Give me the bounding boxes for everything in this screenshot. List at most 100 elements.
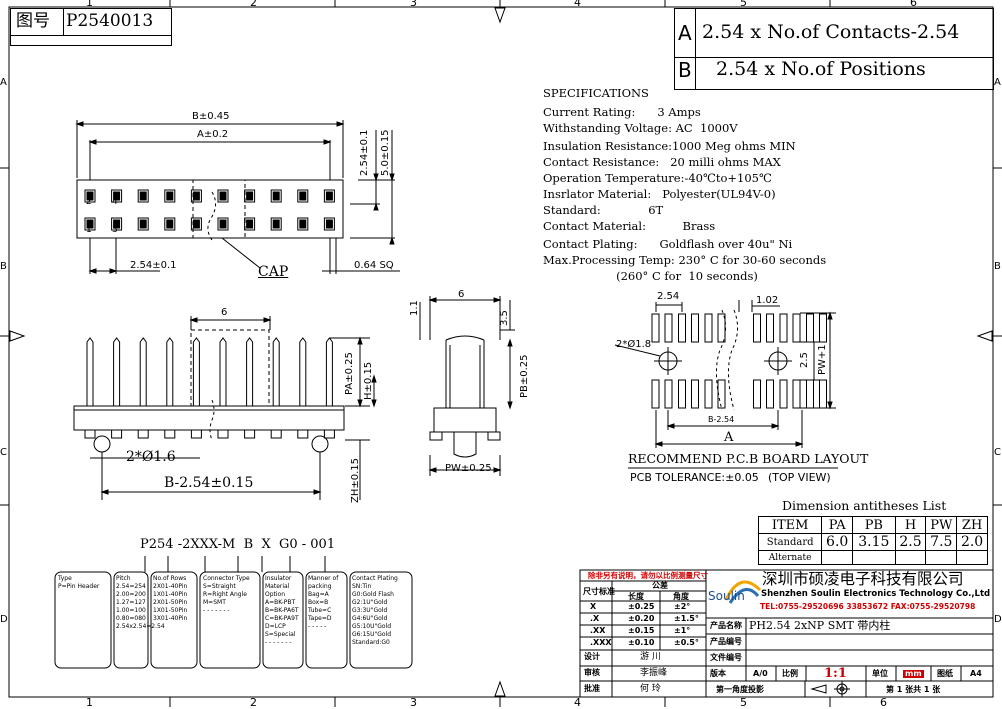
pcb-pad — [651, 313, 660, 343]
top-pin-pad — [297, 189, 309, 203]
product-number-label: 产品编号 — [710, 637, 742, 646]
pcb-title: RECOMMEND P.C.B BOARD LAYOUT — [628, 451, 869, 466]
front-pin-foot — [323, 429, 335, 439]
top-pin-pad — [217, 189, 229, 203]
pcb-pad — [779, 313, 788, 343]
pcb-dim-25: 2.5 — [799, 352, 810, 368]
pcb-pad — [704, 313, 713, 343]
side-dim-pw: PW±0.25 — [445, 463, 492, 474]
product-name-value: PH2.54 2xNP SMT 带内柱 — [749, 619, 891, 632]
designer-label: 设计 — [584, 652, 600, 661]
pcb-pad — [766, 379, 774, 409]
top-pin-pad — [111, 217, 123, 231]
front-pin-foot — [217, 429, 229, 439]
part-code-packing: Manner of packing Bag=A Box=B Tube=C Tap… — [308, 575, 339, 630]
pcb-pad — [678, 379, 686, 409]
top-pin — [113, 191, 121, 201]
front-dim-b: B-2.54±0.15 — [164, 475, 254, 491]
spec-line: (260° C for 10 seconds) — [543, 269, 758, 283]
company-logo-text: Soulin — [708, 589, 745, 603]
side-dim-11: 1.1 — [409, 300, 420, 316]
pcb-holes: 2*Ø1.8 — [616, 339, 652, 350]
front-pin — [219, 337, 227, 406]
top-pin-pad — [190, 189, 202, 203]
top-pin-pad — [297, 217, 309, 231]
front-pin — [325, 337, 333, 406]
part-code-rows: No.of Rows 2X01-40Pin 1X01-40Pin 2X01-50… — [153, 575, 188, 622]
outer-frame — [8, 6, 994, 698]
front-pin-foot — [244, 429, 256, 439]
product-name-label: 产品名称 — [710, 621, 742, 630]
td-standard-h: 2.5 — [894, 533, 927, 551]
top-view — [75, 120, 400, 274]
drawing-number-label: 图号 — [16, 11, 50, 31]
td-standard-pb: 3.15 — [852, 533, 896, 551]
tolerance-cell: ±0.25 — [628, 602, 655, 611]
front-pin-foot — [270, 429, 282, 439]
scale-value: 1:1 — [824, 666, 847, 681]
top-pin — [166, 191, 174, 201]
top-dim-v1: 2.54±0.1 — [359, 129, 370, 176]
pcb-pad — [779, 379, 788, 409]
title-block-grid — [579, 569, 994, 698]
tolerance-cell: ±0.20 — [628, 614, 655, 623]
table-row: Alternate — [757, 550, 988, 565]
pcb-pad — [792, 379, 801, 409]
front-pin — [246, 337, 254, 406]
col-label-5-bottom: 5 — [740, 696, 747, 709]
spec-line: Contact Material: Brass — [543, 219, 716, 233]
top-pin — [272, 219, 280, 229]
td-alternate-pb — [852, 550, 896, 565]
col-label-4-bottom: 4 — [574, 696, 581, 709]
revision-value: A/0 — [753, 669, 768, 678]
th-zh: ZH — [956, 516, 988, 534]
top-pin — [113, 219, 121, 229]
top-pin — [139, 219, 147, 229]
spec-line: Withstanding Voltage: AC 1000V — [543, 121, 738, 135]
front-pin-foot — [84, 429, 96, 439]
company-name-cn: 深圳市硕凌电子科技有限公司 — [762, 570, 964, 588]
tolerance-cell: .XXX — [590, 638, 612, 647]
pcb-pad — [704, 379, 713, 409]
th-h: H — [894, 516, 927, 534]
col-label-1-bottom: 1 — [86, 696, 93, 709]
pcb-pitch: 2.54 — [657, 291, 680, 302]
front-pin — [139, 337, 147, 406]
td-alternate-pa — [821, 550, 854, 565]
front-dim-pa: PA±0.25 — [344, 352, 355, 395]
row-label-c: C — [0, 447, 7, 458]
notice-text: 除非另有说明，请勿以比例测量尺寸 — [588, 571, 708, 580]
row-label-b: B — [0, 261, 7, 272]
spec-line: Standard: 6T — [543, 203, 664, 217]
part-code-plating: Contact Plating SN:Tin G0:Gold Flash G2:… — [352, 575, 398, 646]
top-pin — [192, 219, 200, 229]
front-pin-foot — [190, 429, 202, 439]
specs-title: SPECIFICATIONS — [543, 86, 649, 100]
front-holes: 2*Ø1.6 — [126, 449, 176, 465]
top-pin-pad — [244, 217, 256, 231]
pcb-dim-b: B-2.54 — [708, 415, 735, 424]
pcb-pad — [819, 379, 827, 409]
col-label-3: 3 — [410, 0, 417, 9]
soulin-logo-mark — [724, 580, 762, 604]
scale-label: 比例 — [782, 669, 798, 678]
dimension-table-header: ITEM PA PB H PW ZH — [757, 516, 988, 534]
spec-line: Contact Resistance: 20 milli ohms MAX — [543, 155, 781, 169]
top-pin — [219, 191, 227, 201]
row-label-b-right: B — [994, 261, 1001, 272]
top-pin — [166, 219, 174, 229]
spec-line: Contact Plating: Goldflash over 40u" Ni — [543, 237, 793, 251]
pcb-pad — [806, 313, 814, 343]
part-code-leaders — [54, 556, 413, 669]
projection-label: 第一角度投影 — [716, 685, 764, 694]
tolerance-cell: .XX — [590, 626, 606, 635]
front-dim-6: 6 — [221, 307, 228, 318]
file-number-label: 文件编号 — [710, 653, 742, 662]
front-pin — [113, 337, 121, 406]
part-code-insulator: Insulator Material Option A=BK-PBT B=BK-… — [265, 575, 299, 646]
td-standard-pw: 7.5 — [925, 533, 958, 551]
top-pin-pad — [323, 217, 335, 231]
paper-label: 图纸 — [937, 669, 953, 678]
tolerance-length: 长度 — [628, 592, 644, 601]
